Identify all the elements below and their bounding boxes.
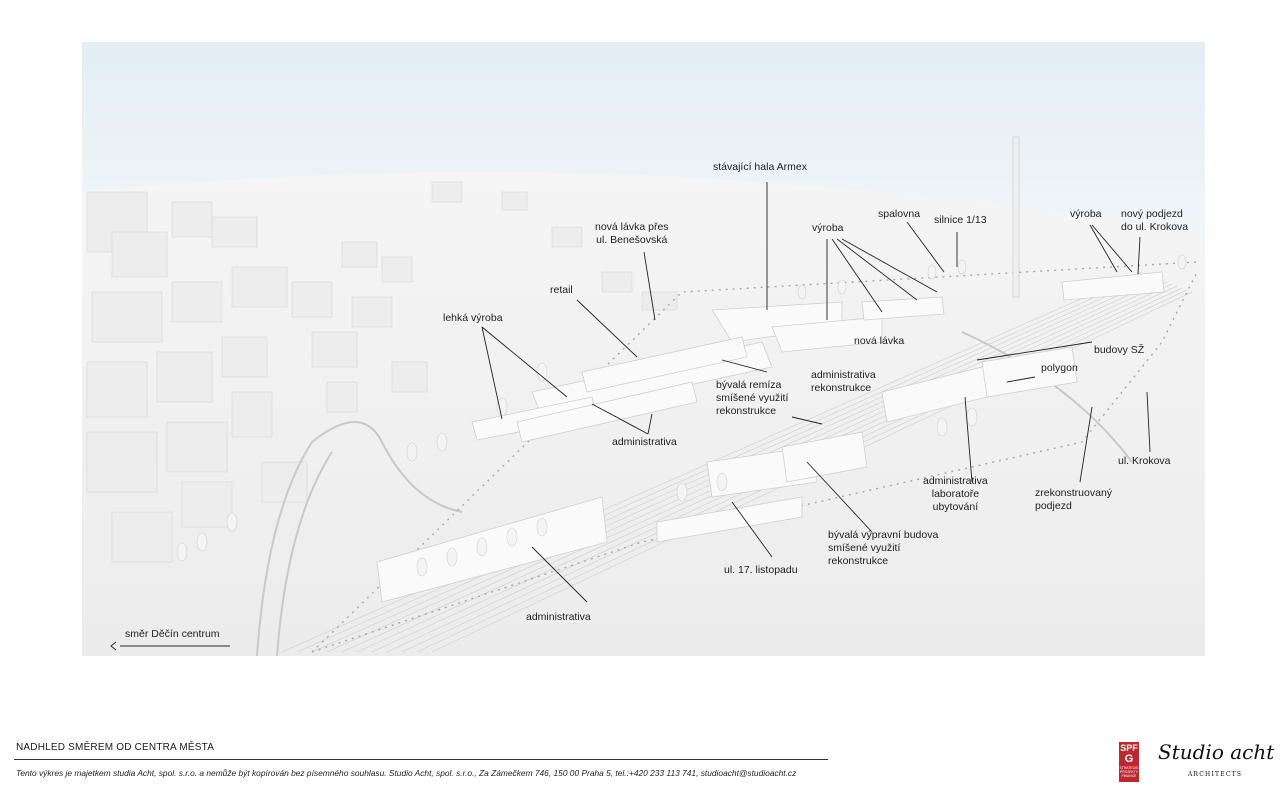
studio-acht-logo: Studio acht xyxy=(1158,740,1275,764)
label-new-footbridge: nová lávka xyxy=(854,335,905,347)
site-boundary xyxy=(311,261,1198,653)
label-administration-mid: administrativa xyxy=(612,436,677,448)
spf-logo-text: SPF xyxy=(1120,743,1138,753)
label-former-depot: bývalá remíza smíšené využití rekonstruk… xyxy=(716,379,789,417)
label-sz-buildings: budovy SŽ xyxy=(1094,344,1145,356)
label-light-industry: lehká výroba xyxy=(443,312,503,324)
label-new-underpass: nový podjezd do ul. Krokova xyxy=(1121,208,1189,233)
render-canvas xyxy=(82,42,1205,657)
copyright-note: Tento výkres je majetkem studia Acht, sp… xyxy=(16,768,797,778)
studio-acht-architects: ARCHITECTS xyxy=(1188,771,1243,778)
label-production-2: výroba xyxy=(1070,208,1102,220)
aerial-render: stávající hala Armex nová lávka přes ul.… xyxy=(82,42,1205,657)
label-krokova-street: ul. Krokova xyxy=(1118,455,1171,467)
chimney xyxy=(1012,136,1020,298)
spf-logo-mark: G xyxy=(1124,753,1134,765)
label-admin-labs-housing: administrativa laboratoře ubytování xyxy=(923,475,988,513)
label-armex-hall: stávající hala Armex xyxy=(713,161,807,173)
label-incinerator: spalovna xyxy=(878,208,921,220)
trees xyxy=(176,254,1187,577)
label-retail: retail xyxy=(550,284,573,296)
label-17-listopadu-street: ul. 17. listopadu xyxy=(724,564,798,576)
label-production-1: výroba xyxy=(812,222,844,234)
label-former-station-building: bývalá výpravní budova smíšené využití r… xyxy=(828,529,939,567)
leader-lines xyxy=(110,182,1151,651)
drawing-title: NADHLED SMĚREM OD CENTRA MĚSTA xyxy=(16,742,215,753)
label-road-1-13: silnice 1/13 xyxy=(934,214,987,226)
footer-divider xyxy=(14,759,828,760)
town-blocks xyxy=(86,181,678,563)
label-reconstructed-underpass: zrekonstruovaný podjezd xyxy=(1035,487,1113,512)
label-administration-bottom: administrativa xyxy=(526,611,591,623)
label-direction-decin: směr Děčín centrum xyxy=(125,628,220,640)
label-polygon: polygon xyxy=(1041,362,1078,374)
roads xyxy=(256,331,1133,657)
label-benesovska-footbridge: nová lávka přes ul. Benešovská xyxy=(595,221,669,246)
label-admin-reconstruction: administrativa rekonstrukce xyxy=(811,369,876,394)
